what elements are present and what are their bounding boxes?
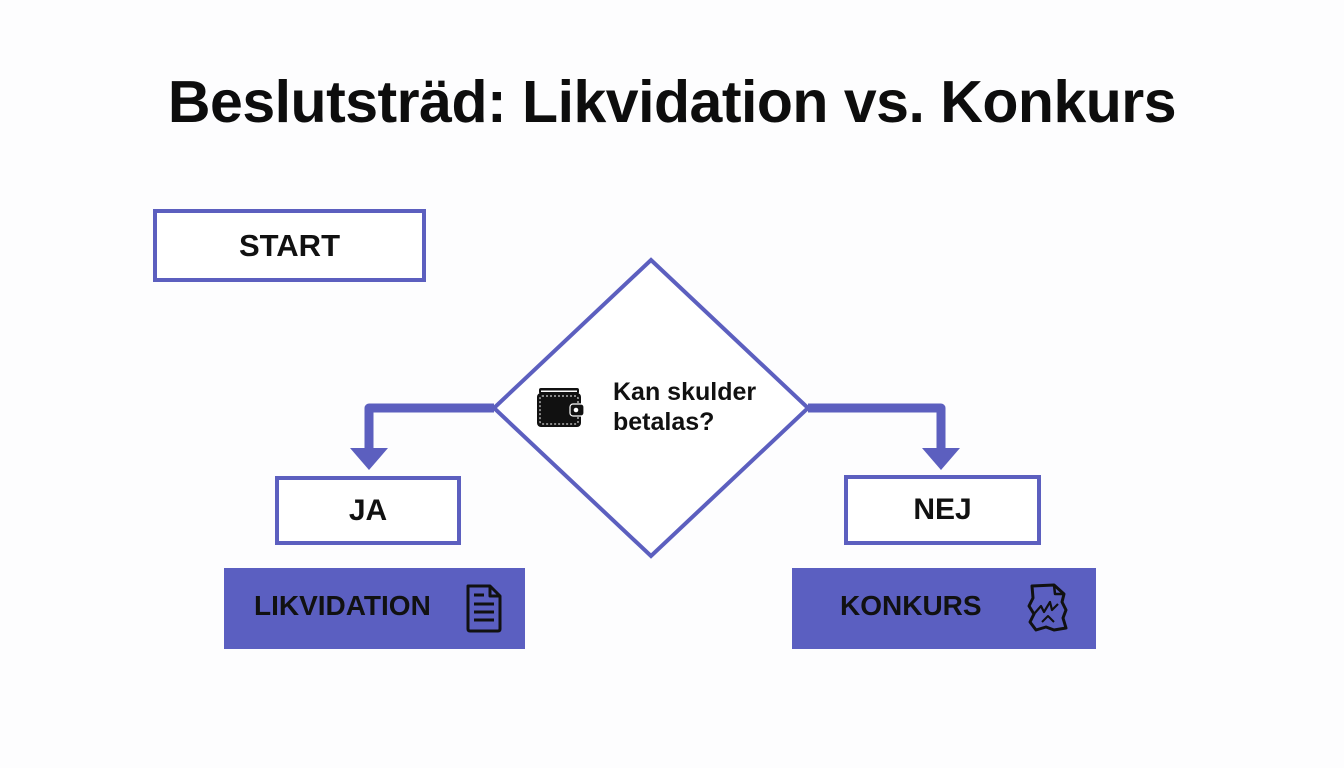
decision-line-2: betalas? (613, 408, 715, 436)
liquidation-node: LIKVIDATION (224, 568, 525, 649)
torn-document-icon (1026, 582, 1070, 641)
start-label: START (238, 227, 341, 263)
arrow-to-nej (808, 403, 960, 470)
wallet-icon (536, 386, 586, 435)
liquidation-label: LIKVIDATION (254, 590, 431, 621)
no-node: NEJ (844, 475, 1041, 545)
bankruptcy-label: KONKURS (840, 590, 982, 621)
decision-line-1: Kan skulder (613, 378, 757, 406)
arrow-to-ja (350, 403, 494, 470)
start-node: START (153, 209, 426, 282)
diagram-title: Beslutsträd: Likvidation vs. Konkurs (167, 69, 1177, 135)
decision-question: Kan skulder betalas? (613, 377, 756, 437)
yes-node: JA (275, 476, 461, 545)
bankruptcy-node: KONKURS (792, 568, 1096, 649)
no-label: NEJ (913, 493, 972, 526)
document-icon (464, 583, 504, 640)
decision-diamond (491, 257, 811, 559)
yes-label: JA (348, 493, 388, 527)
